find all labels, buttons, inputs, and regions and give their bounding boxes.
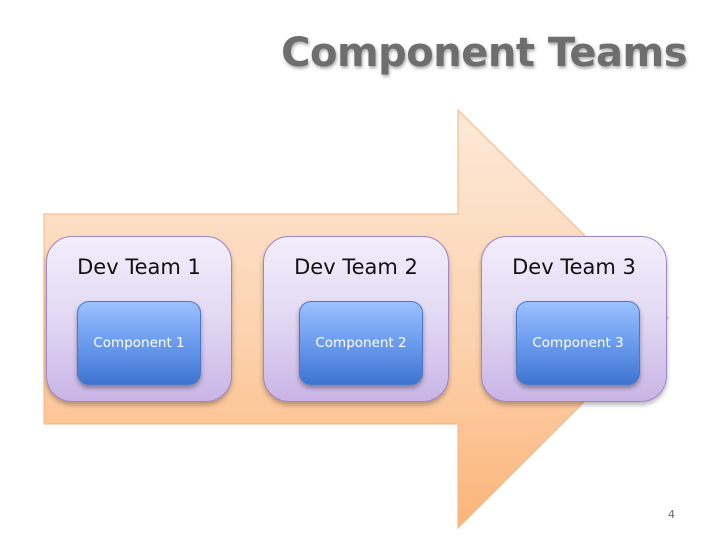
component-1-box: Component 1	[77, 301, 201, 385]
component-1-label: Component 1	[93, 335, 185, 351]
component-2-box: Component 2	[299, 301, 423, 385]
dev-team-2-title: Dev Team 2	[294, 255, 418, 279]
page-number: 4	[668, 508, 675, 521]
dev-team-1-title: Dev Team 1	[77, 255, 201, 279]
dev-team-3-title: Dev Team 3	[512, 255, 636, 279]
component-2-label: Component 2	[315, 335, 407, 351]
dev-team-2-box: Dev Team 2 Component 2	[263, 236, 449, 402]
dev-team-3-box: Dev Team 3 Component 3	[481, 236, 667, 402]
dev-team-1-box: Dev Team 1 Component 1	[46, 236, 232, 402]
slide-title: Component Teams	[281, 30, 687, 76]
component-3-box: Component 3	[516, 301, 640, 385]
component-3-label: Component 3	[532, 335, 624, 351]
